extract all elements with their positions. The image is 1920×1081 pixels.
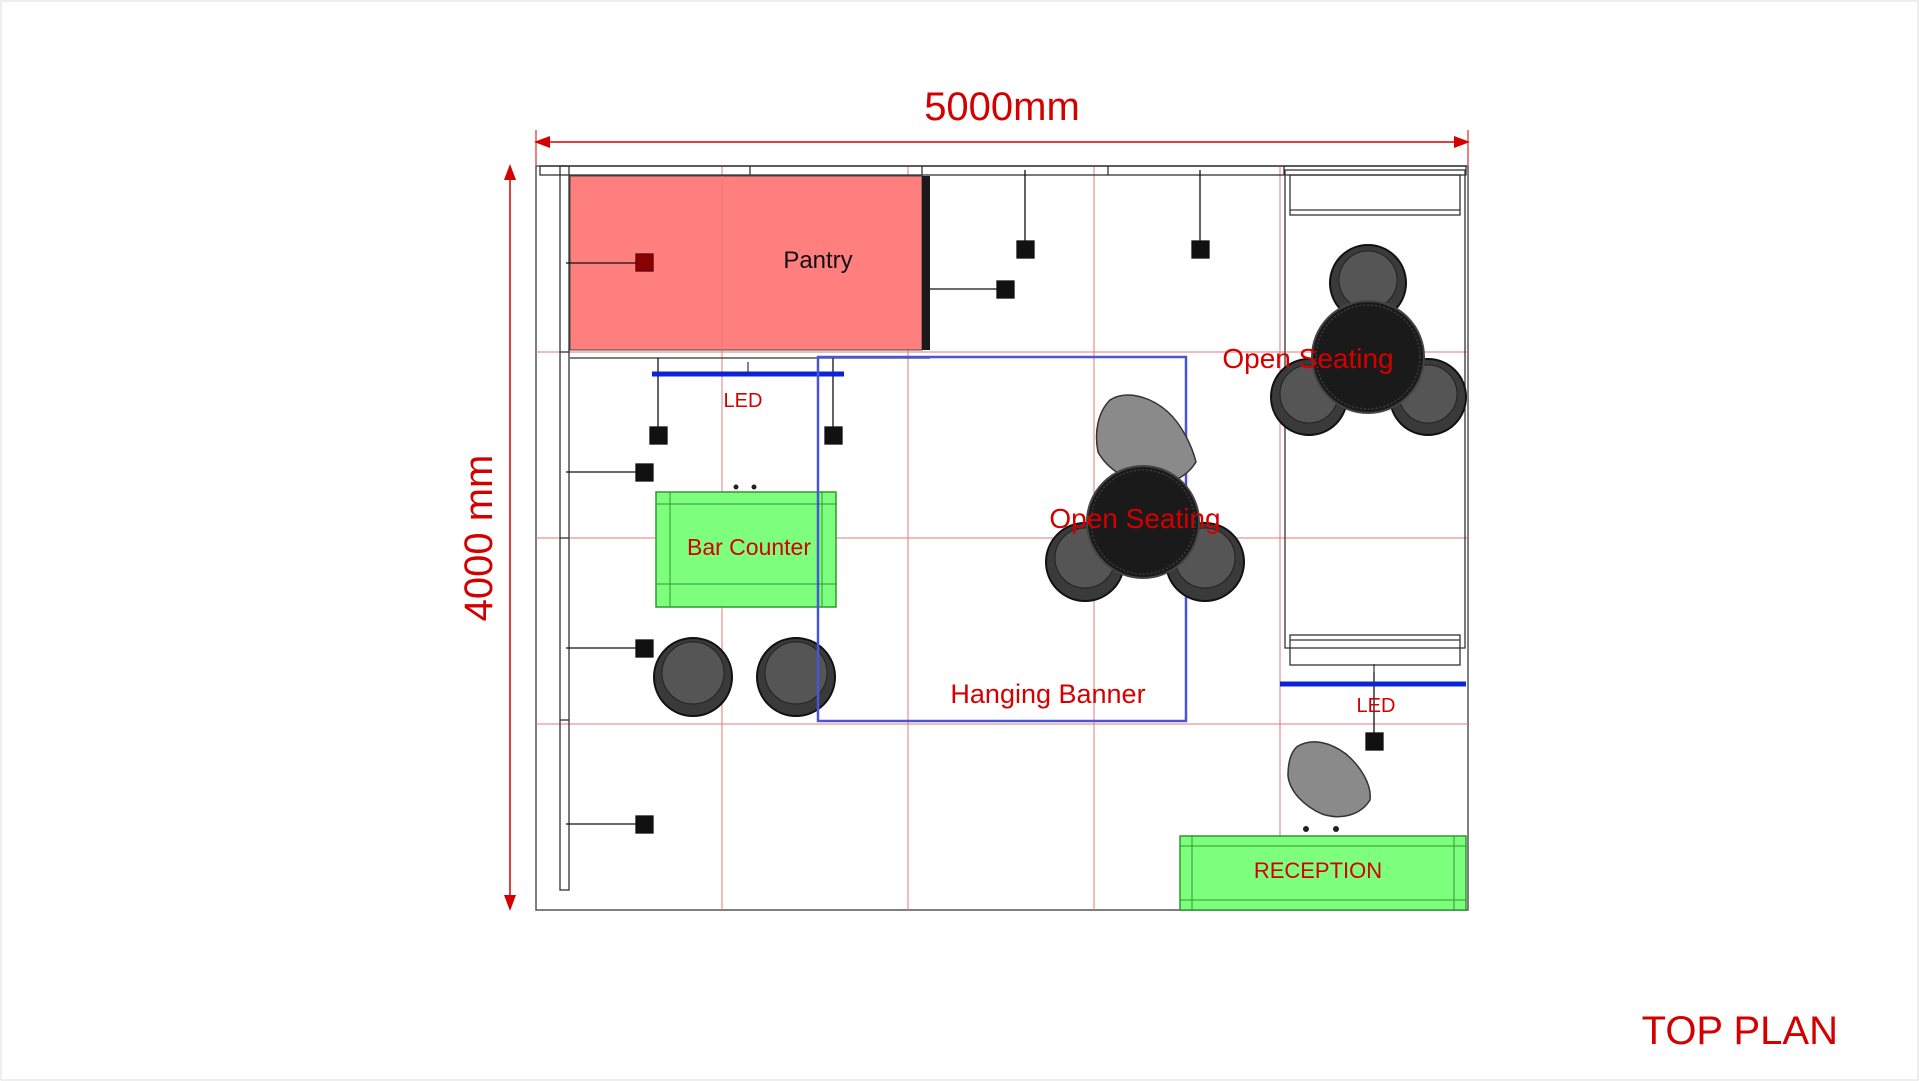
left-wall [559, 165, 570, 891]
spotlight-left-3 [566, 815, 654, 834]
open-seating-right: Open Seating [1222, 169, 1467, 666]
depth-label: 4000 mm [457, 455, 501, 622]
spotlight-pantry-wall [930, 280, 1015, 299]
bar-stool-2 [756, 637, 836, 717]
spotlight-pantry [566, 253, 654, 272]
open-seating-center-label: Open Seating [1049, 503, 1220, 534]
spotlights [566, 170, 1384, 834]
spotlight-led-2 [824, 358, 843, 445]
back-wall [539, 165, 1467, 176]
spotlight-right-led [1365, 672, 1384, 751]
bar-stool-1 [653, 637, 733, 717]
led-label-right: LED [1357, 695, 1396, 717]
plan-title: TOP PLAN [1642, 1009, 1838, 1053]
bar-counter-label: Bar Counter [687, 534, 811, 560]
visitor-figure-reception [1287, 741, 1371, 818]
pantry-wall [922, 176, 930, 350]
led-label-top: LED [724, 390, 763, 412]
spotlight-led-1 [649, 358, 668, 445]
spotlight-left-2 [566, 639, 654, 658]
reception: RECEPTION [1179, 741, 1467, 911]
bar-stools [653, 637, 836, 717]
led-bar-right: LED [1280, 664, 1466, 717]
hanging-banner-label: Hanging Banner [950, 679, 1145, 709]
spotlight-left-1 [566, 463, 654, 482]
spotlight-back-2 [1191, 170, 1210, 259]
width-dimension: 5000mm [534, 85, 1470, 165]
pantry-zone: Pantry [569, 175, 930, 359]
led-bar-top: LED [652, 362, 844, 412]
width-label: 5000mm [924, 85, 1080, 129]
open-seating-center: Open Seating [1045, 394, 1245, 602]
round-table [1311, 300, 1425, 414]
reception-label: RECEPTION [1254, 858, 1382, 883]
depth-dimension: 4000 mm [457, 164, 516, 911]
open-seating-right-label: Open Seating [1222, 343, 1393, 374]
pantry-label: Pantry [783, 247, 852, 274]
bar-counter: Bar Counter [655, 484, 837, 608]
spotlight-back-1 [1016, 170, 1035, 259]
round-table [1086, 465, 1200, 579]
